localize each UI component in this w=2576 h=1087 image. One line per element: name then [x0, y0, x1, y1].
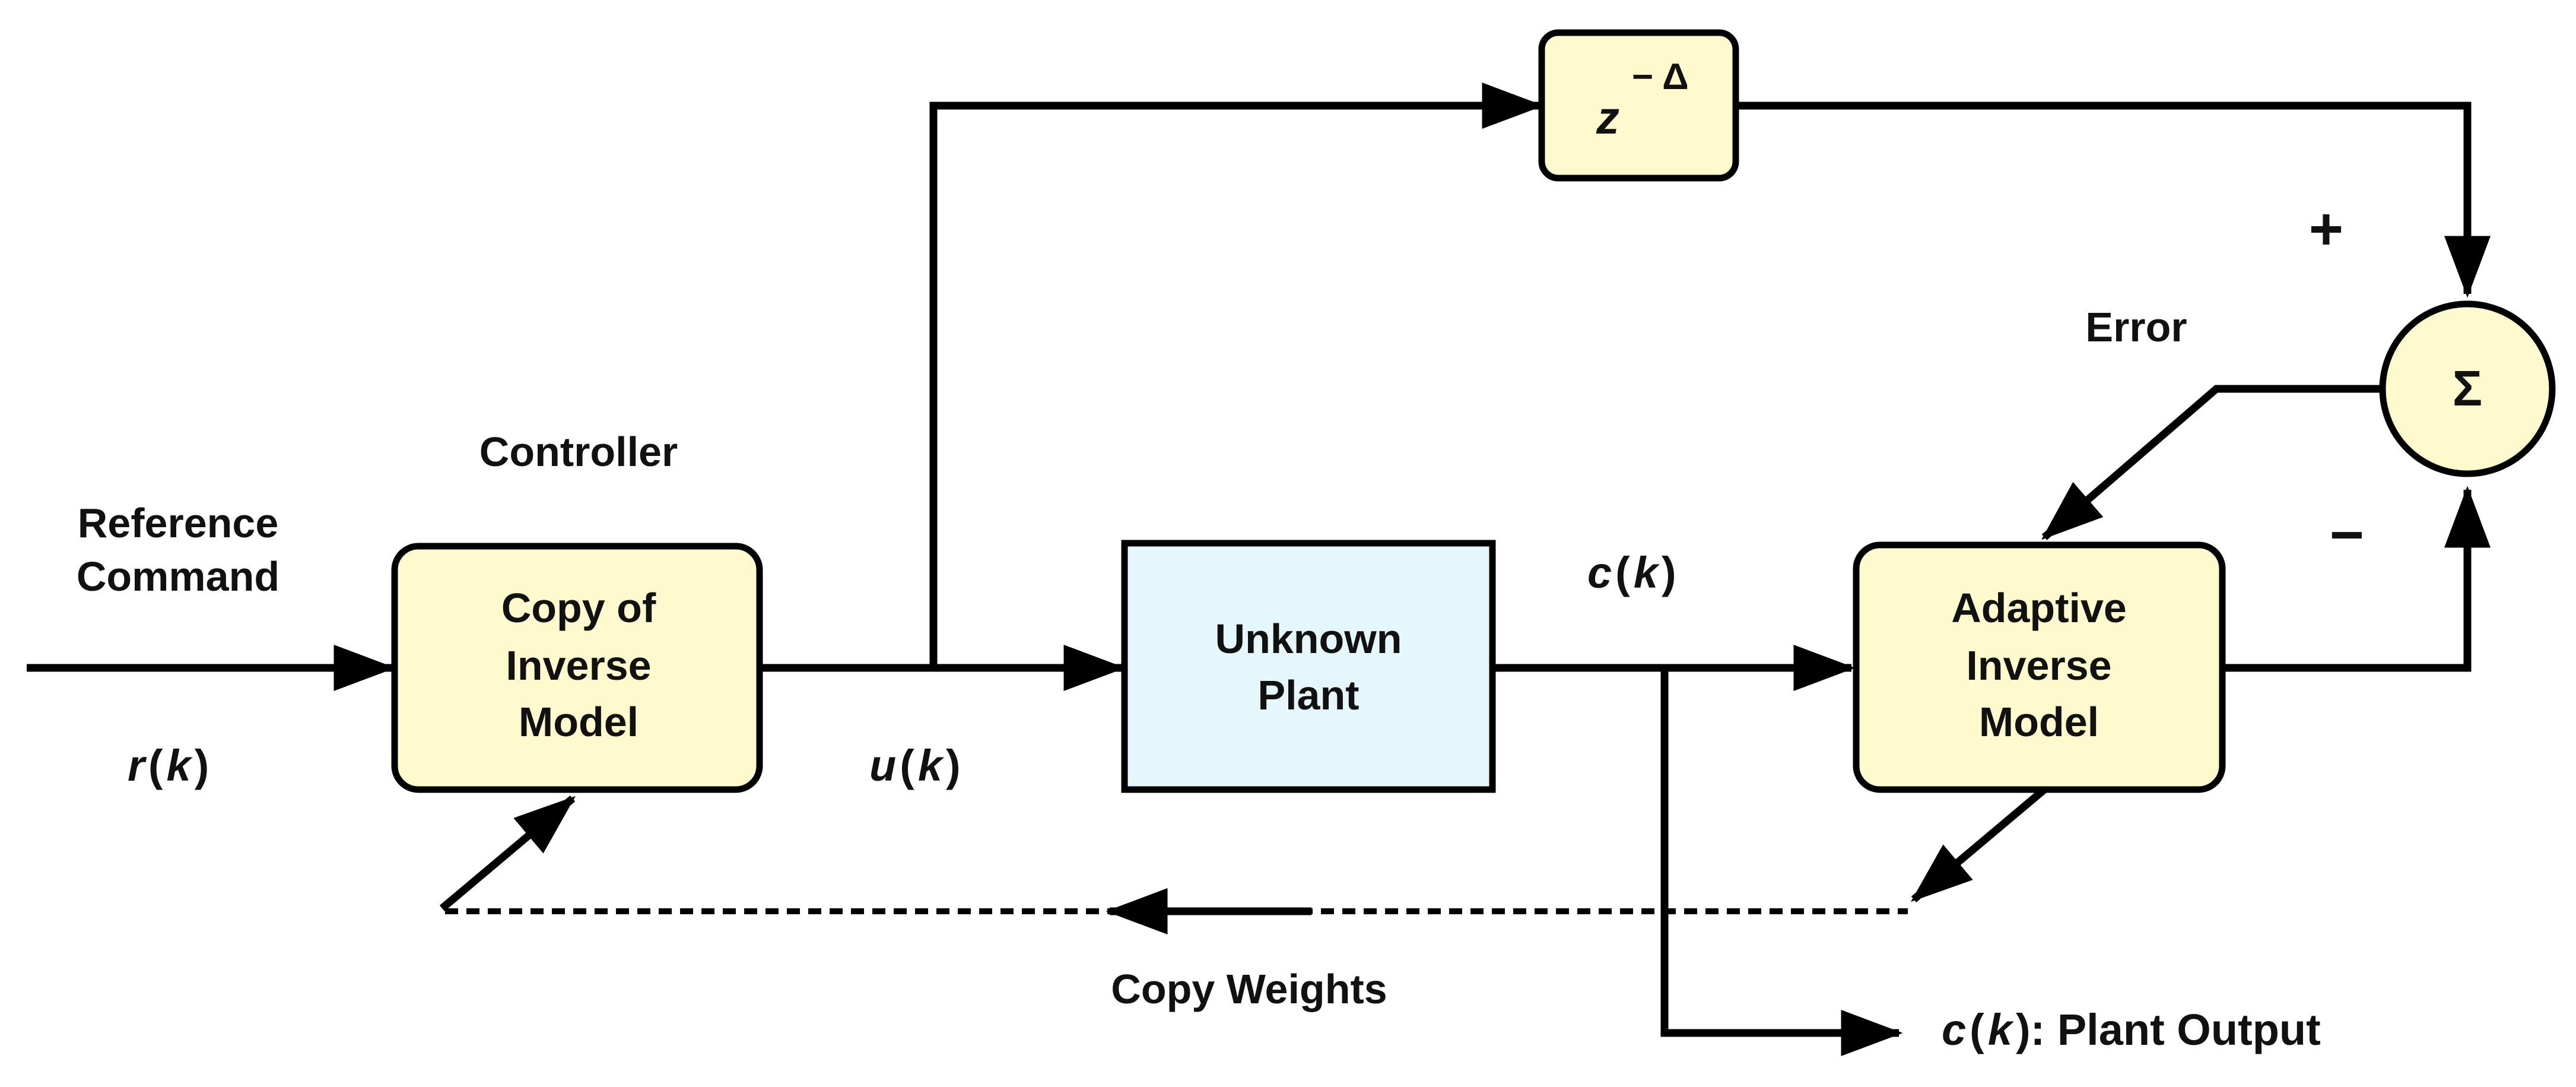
adaptive-model-line3: Model	[1979, 699, 2099, 745]
copy-model-line2: Inverse	[506, 642, 651, 689]
summing-junction: Σ	[2379, 300, 2556, 477]
plant-line2: Plant	[1257, 672, 1359, 718]
delay-branch-wire	[929, 83, 1544, 668]
copy-model-line1: Copy of	[501, 585, 656, 631]
reference-label-line2: Command	[77, 553, 279, 600]
delay-output-wire	[1736, 102, 2491, 298]
sigma-symbol: Σ	[2453, 360, 2482, 416]
adaptive-model-line2: Inverse	[1966, 642, 2111, 689]
signal-c: c(k)	[1587, 548, 1676, 597]
adaptive-output-wire	[2222, 486, 2491, 672]
error-wire	[2041, 385, 2384, 540]
minus-sign: −	[2330, 502, 2364, 568]
weights-out-arrow	[1911, 787, 2047, 902]
controller-label: Controller	[479, 429, 678, 475]
weights-in-arrow	[439, 796, 576, 911]
signal-c-plant-output: c(k): Plant Output	[1942, 1005, 2321, 1054]
unknown-plant-block: Unknown Plant	[1121, 540, 1496, 793]
plus-sign: +	[2309, 196, 2343, 262]
signal-r: r(k)	[128, 741, 209, 790]
delay-base: z	[1596, 91, 1619, 144]
delay-block: z − Δ	[1538, 29, 1739, 182]
adaptive-model-line1: Adaptive	[1951, 585, 2127, 631]
plant-line1: Unknown	[1215, 616, 1402, 662]
adaptive-inverse-model-block: Adaptive Inverse Model	[1853, 541, 2226, 793]
plant-output-branch-wire	[1660, 668, 1903, 1056]
signal-u: u(k)	[869, 741, 961, 790]
copy-weights-label: Copy Weights	[1111, 966, 1387, 1012]
delay-exponent: − Δ	[1632, 56, 1689, 97]
copy-inverse-model-block: Copy of Inverse Model	[391, 543, 763, 793]
reference-label-line1: Reference	[78, 500, 279, 546]
copy-model-line3: Model	[519, 699, 639, 745]
error-label: Error	[2085, 304, 2187, 350]
